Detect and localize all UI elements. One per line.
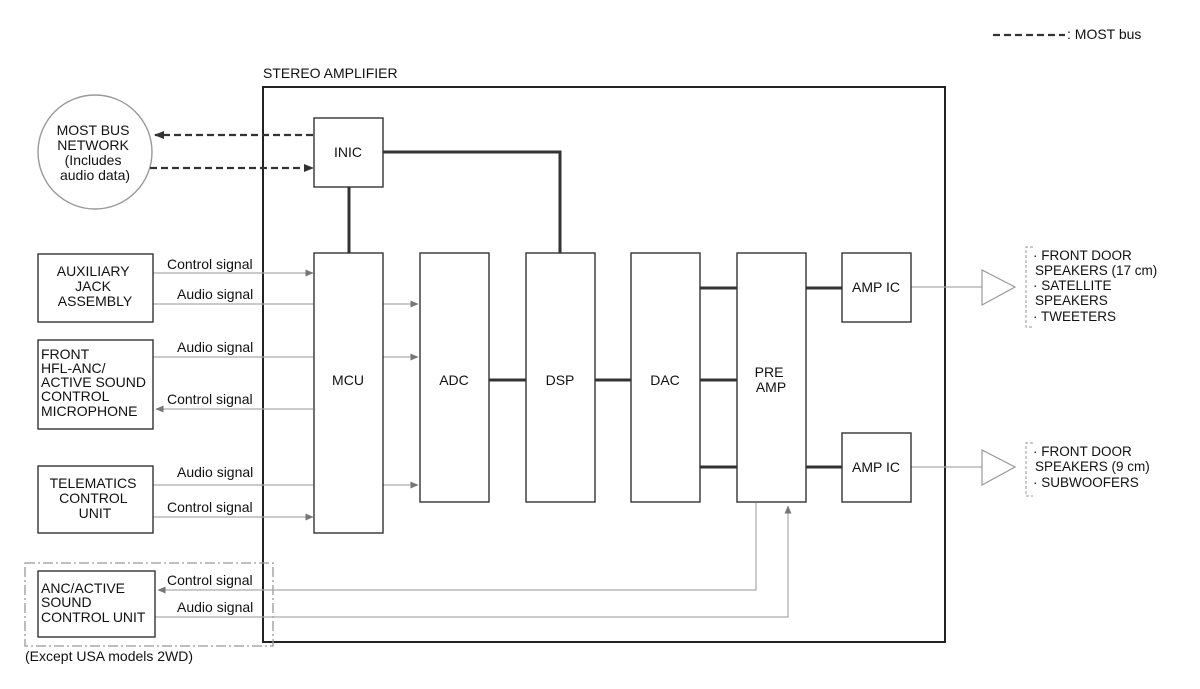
pre-amp-label: PRE AMP [755,364,788,395]
anc-note: (Except USA models 2WD) [25,648,193,664]
front-microphone: FRONT HFL-ANC/ ACTIVE SOUND CONTROL MICR… [37,339,154,430]
stereo-amplifier-frame [262,86,946,643]
mic-audio-label: Audio signal [177,339,253,355]
legend: : MOST bus [993,26,1141,42]
amp-ic-upper-block: AMP IC [841,252,912,323]
inic-block: INIC [313,117,384,188]
aux-jack-label: AUXILIARY JACK ASSEMBLY [57,263,134,309]
telematics-label: TELEMATICS CONTROL UNIT [50,475,141,521]
amp-ic-lower-label: AMP IC [852,459,900,475]
telematics-control-unit: TELEMATICS CONTROL UNIT [37,465,154,534]
most-bus-legend-label: : MOST bus [1067,26,1141,42]
lower-output-label: · FRONT DOOR SPEAKERS (9 cm) · SUBWOOFER… [1033,444,1154,490]
adc-label: ADC [439,372,469,388]
mcu-label: MCU [332,372,364,388]
pre-amp-block: PRE AMP [736,252,807,503]
anc-control-line [157,503,757,594]
aux-control-label: Control signal [167,256,253,272]
amp-ic-lower-block: AMP IC [841,432,912,503]
inic-dsp-link [383,150,562,253]
stereo-amplifier-title: STEREO AMPLIFIER [263,65,398,81]
tel-audio-label: Audio signal [177,464,253,480]
adc-block: ADC [419,252,490,503]
mcu-block: MCU [313,252,384,534]
mic-control-label: Control signal [167,391,253,407]
inic-label: INIC [334,144,362,160]
aux-jack-assembly: AUXILIARY JACK ASSEMBLY [37,253,154,323]
amp-ic-upper-label: AMP IC [852,279,900,295]
anc-control-label: Control signal [167,572,253,588]
upper-output-label: · FRONT DOOR SPEAKERS (17 cm) · SATELLIT… [1033,248,1161,324]
speaker-lower-icon [981,449,1017,487]
anc-audio-label: Audio signal [177,599,253,615]
internal-links [347,150,842,469]
signal-labels: Control signal Audio signal Audio signal… [167,256,253,615]
most-bus-network-label: MOST BUS NETWORK (Includes audio data) [57,122,134,183]
anc-control-unit: ANC/ACTIVE SOUND CONTROL UNIT [37,570,156,638]
anc-option-region [24,562,274,647]
lower-output-bracket [1025,442,1033,497]
dac-block: DAC [630,252,701,503]
anc-audio-line [154,505,792,618]
tel-control-label: Control signal [167,499,253,515]
dac-label: DAC [650,372,680,388]
anc-unit-label: ANC/ACTIVE SOUND CONTROL UNIT [41,580,146,625]
most-bus-network-node: MOST BUS NETWORK (Includes audio data) [37,94,153,210]
dsp-block: DSP [525,252,596,503]
speaker-upper-icon [981,269,1017,307]
dsp-label: DSP [546,372,575,388]
aux-audio-label: Audio signal [177,286,253,302]
front-microphone-label: FRONT HFL-ANC/ ACTIVE SOUND CONTROL MICR… [41,346,150,419]
upper-output-bracket [1025,246,1033,328]
